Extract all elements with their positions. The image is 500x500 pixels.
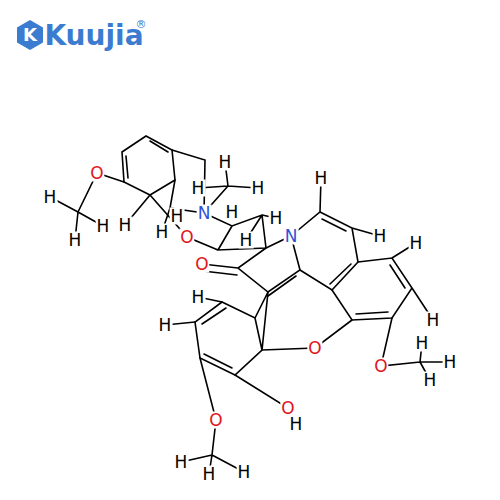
atom-label: H — [237, 464, 252, 481]
atom-label: O — [179, 229, 194, 246]
atom-label: H — [251, 180, 266, 197]
atom-label: O — [208, 412, 223, 429]
atom-label: H — [155, 224, 170, 241]
atom-label: H — [314, 170, 329, 187]
atom-label: H — [158, 317, 173, 334]
atom-label: N — [197, 205, 212, 222]
atom-label: O — [194, 256, 209, 273]
atom-label: H — [225, 204, 240, 221]
atom-label: H — [423, 372, 438, 389]
atom-label: O — [373, 358, 388, 375]
atom-label: H — [289, 416, 304, 433]
atom-label: H — [269, 210, 284, 227]
atom-label: H — [202, 466, 217, 483]
atom-label: H — [218, 154, 233, 171]
bond-lines — [50, 136, 450, 474]
atom-label: H — [96, 218, 111, 235]
atom-label: H — [426, 312, 441, 329]
atom-label: H — [415, 335, 430, 352]
atom-label: H — [68, 232, 83, 249]
logo-icon-letter: K — [22, 26, 38, 44]
atom-label: H — [43, 189, 58, 206]
atom-label: O — [307, 340, 322, 357]
atom-label: H — [191, 289, 206, 306]
atom-label: H — [443, 354, 458, 371]
atom-label: N — [284, 228, 299, 245]
atom-label: H — [118, 217, 133, 234]
atom-label: H — [239, 232, 254, 249]
logo-text: Kuujia — [43, 22, 144, 50]
atom-label: H — [373, 228, 388, 245]
atom-label: O — [89, 165, 104, 182]
atom-label: H — [174, 454, 189, 471]
atom-label: H — [191, 180, 206, 197]
atom-label: H — [170, 208, 185, 225]
logo-mark: ® — [135, 19, 148, 30]
logo-hexagon — [17, 20, 43, 50]
atom-label: H — [409, 235, 424, 252]
atom-label: O — [280, 400, 295, 417]
